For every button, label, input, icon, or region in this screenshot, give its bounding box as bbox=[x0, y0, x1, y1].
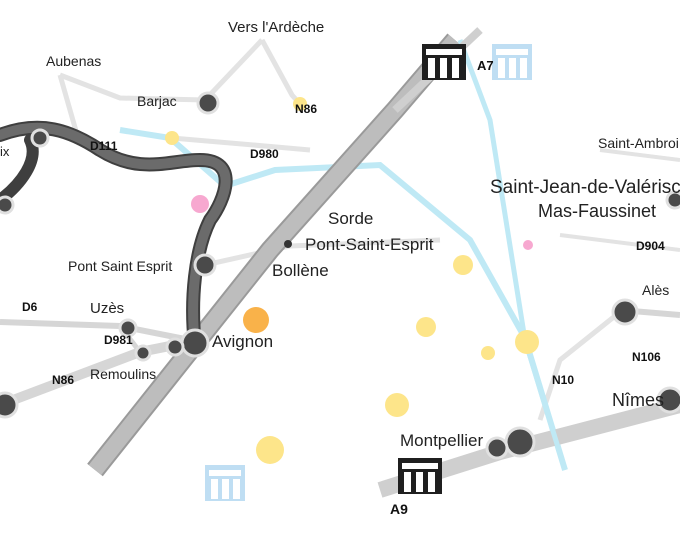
toll-station-icon[interactable] bbox=[205, 465, 245, 501]
road-label-d980: D980 bbox=[250, 147, 279, 161]
label-remoulins: Remoulins bbox=[90, 366, 156, 382]
label-saint-jean: Saint-Jean-de-Valérisclé bbox=[490, 177, 680, 198]
city-marker[interactable] bbox=[504, 426, 536, 458]
poi-yellow[interactable] bbox=[515, 330, 539, 354]
city-marker[interactable] bbox=[656, 386, 680, 414]
road-label-n86-top: N86 bbox=[295, 102, 317, 116]
road-label-d981: D981 bbox=[104, 333, 133, 347]
city-marker[interactable] bbox=[193, 253, 217, 277]
place-label-layer: Vers l'Ardèche Aubenas Barjac ix Saint-A… bbox=[0, 19, 680, 450]
road-aubenas-barjac bbox=[59, 72, 206, 103]
road-label-layer: A7 N86 D111 D980 D904 D6 D981 N106 N86 N… bbox=[22, 58, 665, 517]
road-label-n10x: N10 bbox=[552, 373, 574, 387]
city-marker[interactable] bbox=[30, 128, 50, 148]
label-pont-saint-esprit-main: Pont-Saint-Esprit bbox=[305, 235, 434, 254]
poi-yellow[interactable] bbox=[165, 131, 179, 145]
city-marker[interactable] bbox=[165, 337, 185, 357]
poi-layer bbox=[165, 97, 539, 464]
label-avignon: Avignon bbox=[212, 332, 273, 351]
label-montpellier: Montpellier bbox=[400, 431, 483, 450]
label-vers-ardeche: Vers l'Ardèche bbox=[228, 19, 324, 36]
city-marker[interactable] bbox=[196, 91, 220, 115]
poi-yellow[interactable] bbox=[256, 436, 284, 464]
poi-yellow[interactable] bbox=[293, 97, 307, 111]
road-d6 bbox=[0, 319, 191, 343]
road-vers-ardeche bbox=[259, 38, 302, 106]
label-sorde: Sorde bbox=[328, 209, 373, 228]
poi-pink[interactable] bbox=[191, 195, 209, 213]
poi-yellow[interactable] bbox=[481, 346, 495, 360]
road-st-ambroix bbox=[599, 148, 680, 162]
city-marker[interactable] bbox=[284, 240, 292, 248]
toll-station-icon[interactable] bbox=[422, 44, 466, 80]
road-label-n86-bottom: N86 bbox=[52, 373, 74, 387]
toll-station-icon[interactable] bbox=[492, 44, 532, 80]
poi-orange[interactable] bbox=[243, 307, 269, 333]
poi-yellow[interactable] bbox=[453, 255, 473, 275]
label-aubenas: Aubenas bbox=[46, 53, 101, 69]
road-light-blue bbox=[119, 127, 568, 471]
road-label-d111: D111 bbox=[90, 139, 118, 153]
label-bollene: Bollène bbox=[272, 261, 329, 280]
poi-pink[interactable] bbox=[523, 240, 533, 250]
road-d980 bbox=[171, 135, 311, 153]
city-marker[interactable] bbox=[485, 436, 509, 460]
road-label-n106: N106 bbox=[632, 350, 661, 364]
label-ales: Alès bbox=[642, 282, 669, 298]
city-marker[interactable] bbox=[118, 318, 138, 338]
road-label-d904: D904 bbox=[636, 239, 665, 253]
road-label-a7-top: A7 bbox=[477, 58, 494, 73]
label-x-partial: ix bbox=[0, 144, 10, 159]
road-label-a9-bottom: A9 bbox=[390, 501, 408, 517]
city-marker[interactable] bbox=[611, 298, 639, 326]
road-d904 bbox=[559, 233, 680, 252]
poi-yellow[interactable] bbox=[385, 393, 409, 417]
road-label-d6: D6 bbox=[22, 300, 38, 314]
road-barjac-north bbox=[203, 38, 264, 102]
poi-yellow[interactable] bbox=[416, 317, 436, 337]
city-marker[interactable] bbox=[0, 195, 15, 215]
label-barjac: Barjac bbox=[137, 93, 177, 109]
icon-layer bbox=[205, 44, 532, 501]
label-saint-ambroix: Saint-Ambroi bbox=[598, 135, 679, 151]
city-marker[interactable] bbox=[665, 190, 680, 210]
city-marker[interactable] bbox=[0, 391, 19, 419]
label-uzes: Uzès bbox=[90, 300, 124, 317]
road-n106 bbox=[537, 310, 622, 421]
label-mas-faussinet: Mas-Faussinet bbox=[538, 201, 656, 221]
city-marker-layer bbox=[0, 91, 680, 460]
toll-station-icon[interactable] bbox=[398, 458, 442, 494]
label-pont-saint-esprit-side: Pont Saint Esprit bbox=[68, 258, 172, 274]
city-marker[interactable] bbox=[134, 344, 152, 362]
road-motorway-a7-right bbox=[457, 39, 568, 471]
label-nimes: Nîmes bbox=[612, 390, 664, 410]
city-marker[interactable] bbox=[180, 328, 210, 358]
